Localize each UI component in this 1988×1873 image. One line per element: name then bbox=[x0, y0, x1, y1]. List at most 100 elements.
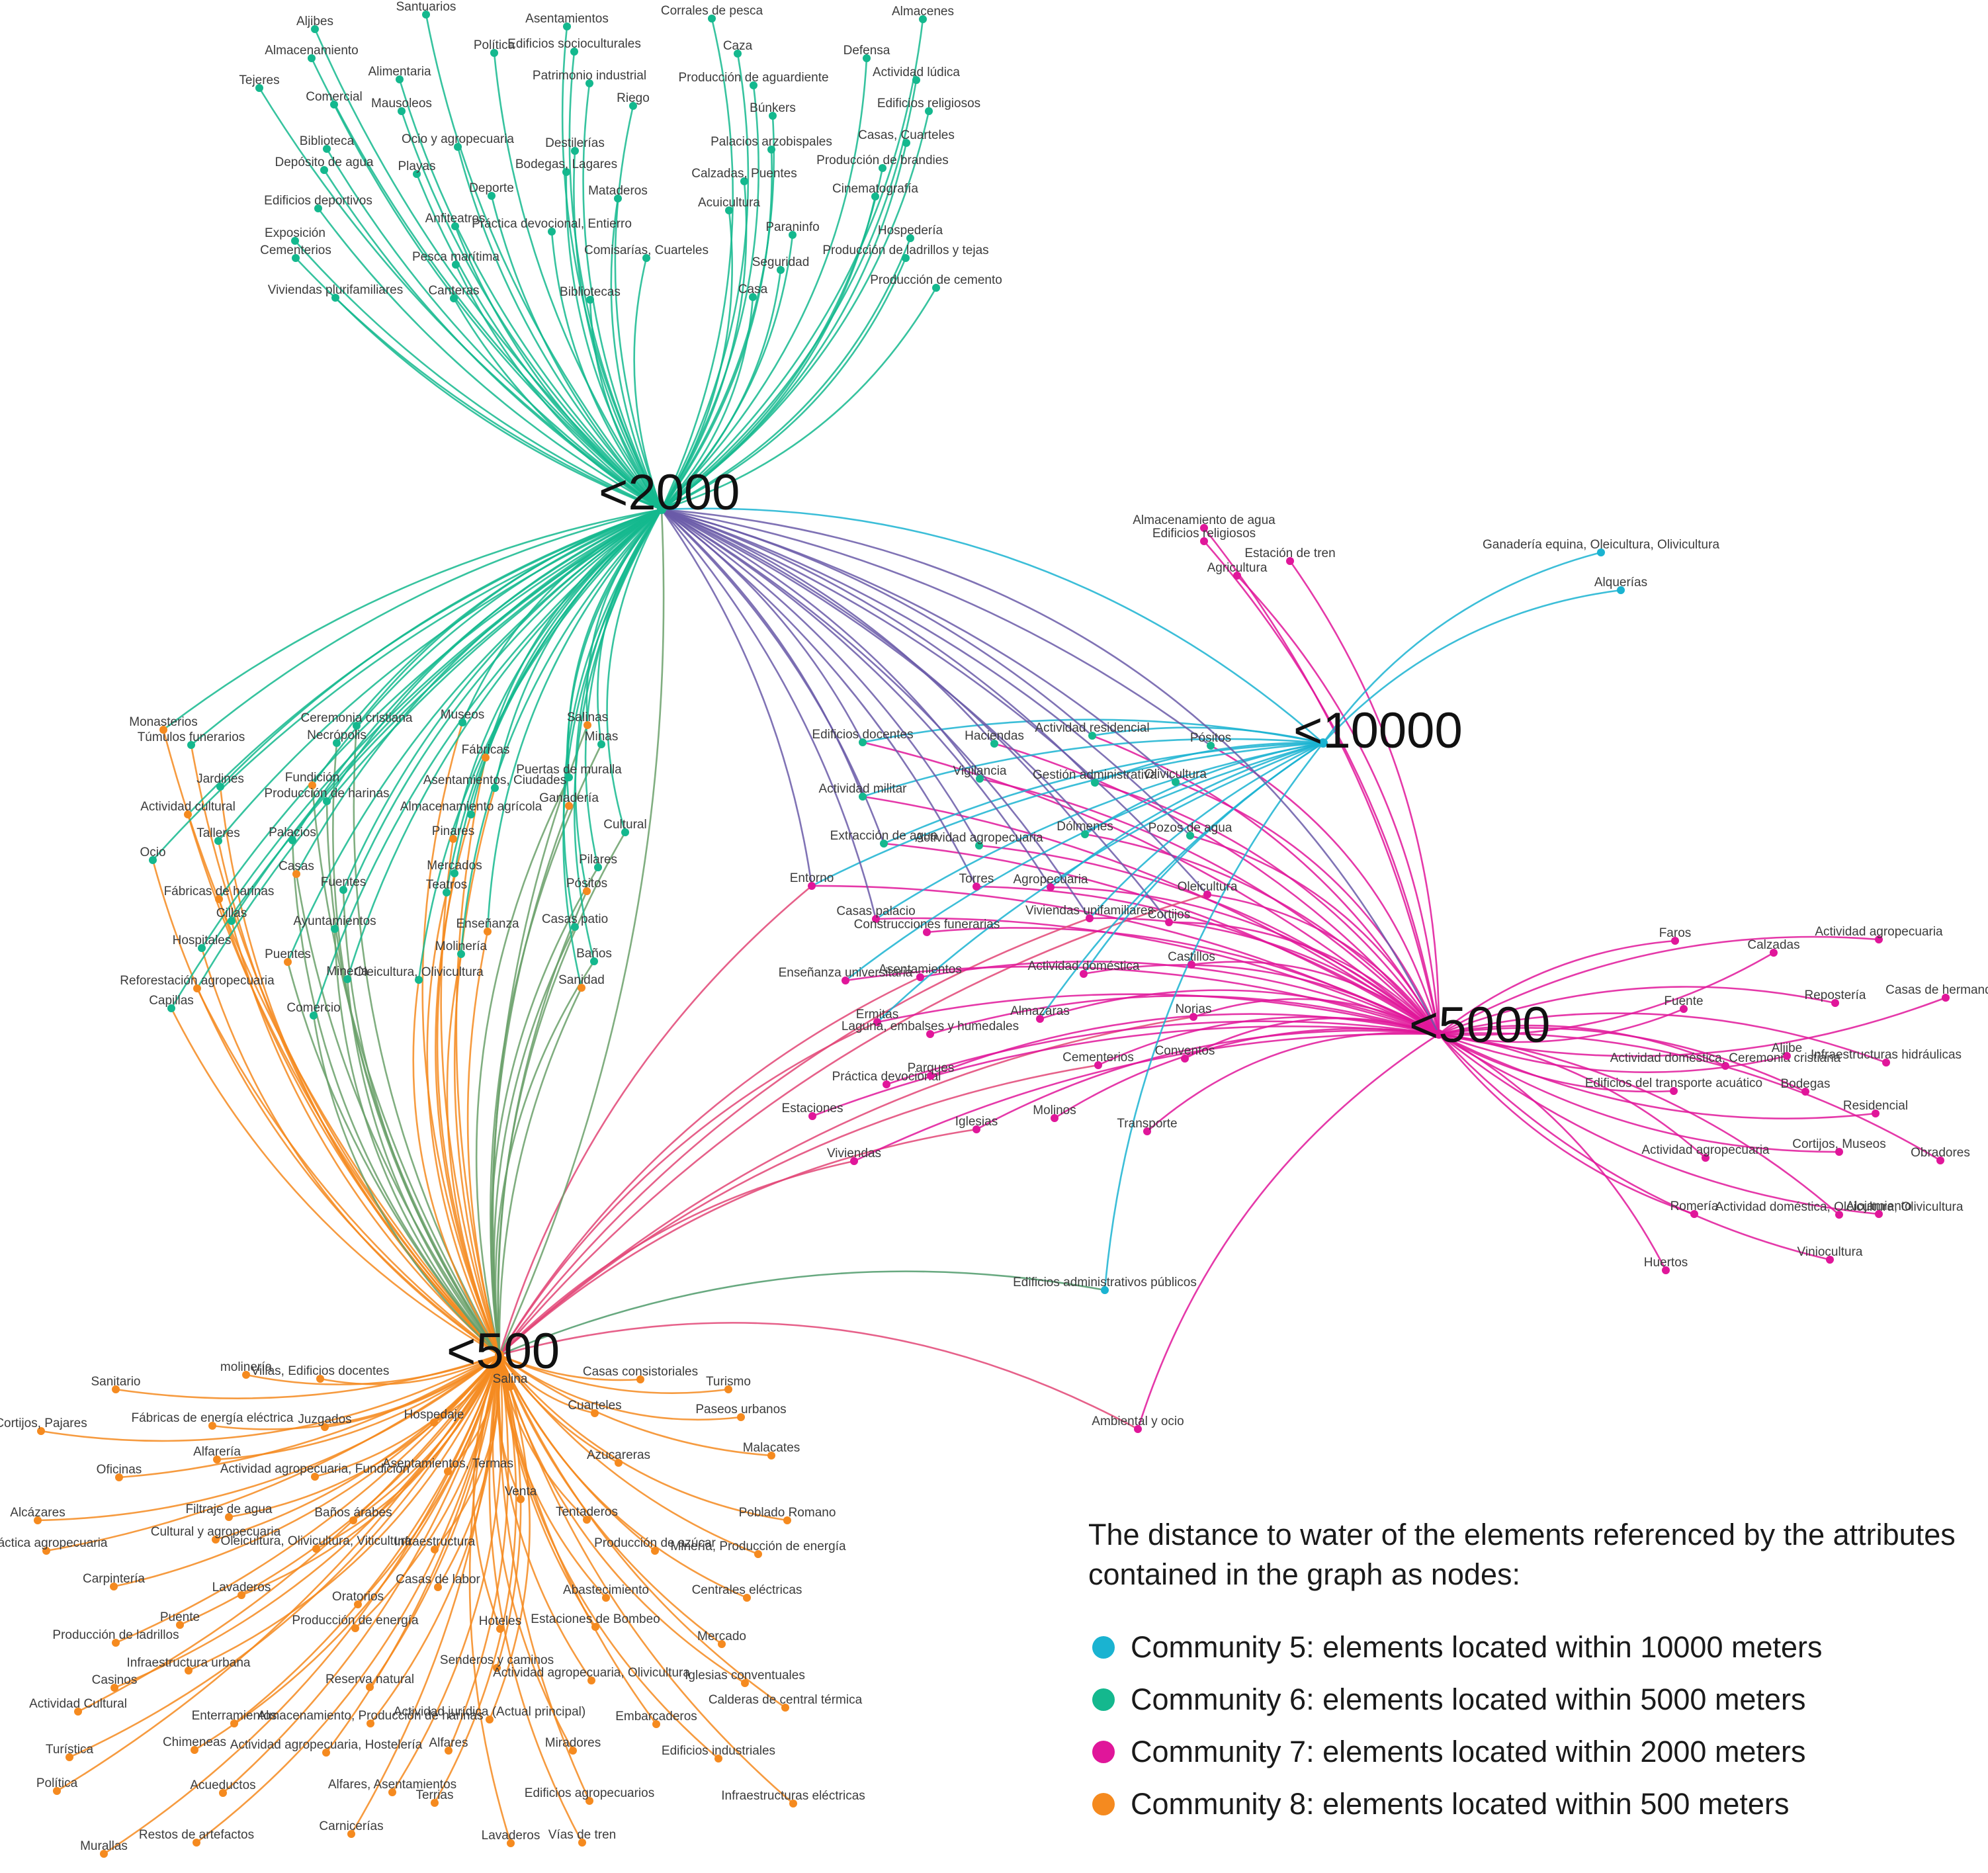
node-extraccion-de-agua: Extracción de agua bbox=[830, 829, 938, 848]
edge bbox=[1137, 1033, 1440, 1430]
node-dot bbox=[590, 957, 598, 965]
node-label: Cortijos, Pajares bbox=[0, 1416, 87, 1430]
node-label: Paseos urbanos bbox=[695, 1403, 786, 1416]
node-dot bbox=[1233, 572, 1241, 580]
edge bbox=[499, 1354, 742, 1421]
edge bbox=[929, 995, 1440, 1035]
edge bbox=[1438, 951, 1774, 1036]
node-label: Viviendas unifamiliares bbox=[1025, 904, 1154, 918]
node-dot bbox=[184, 810, 192, 818]
node-dot bbox=[652, 1720, 660, 1728]
node-label: Infraestructura urbana bbox=[127, 1656, 251, 1670]
node-label: Hoteles bbox=[479, 1614, 521, 1628]
node-casas-cuarteles: Casas, Cuarteles bbox=[858, 128, 955, 147]
node-dot bbox=[415, 976, 423, 984]
edge bbox=[661, 508, 1440, 1035]
legend-item-label: Community 5: elements located within 100… bbox=[1131, 1630, 1823, 1664]
node-obradores: Obradores bbox=[1911, 1146, 1970, 1164]
node-tejeres: Tejeres bbox=[239, 73, 280, 92]
node-label: Transporte bbox=[1117, 1117, 1177, 1131]
node-asentamientos-ciudades: Asentamientos, Ciudades bbox=[423, 773, 566, 792]
node-label: Almacenes bbox=[892, 5, 954, 19]
node-casas-patio: Casas patio bbox=[542, 912, 608, 931]
node-dot bbox=[1617, 586, 1625, 594]
node-dot bbox=[452, 261, 460, 269]
edge bbox=[661, 508, 978, 887]
node-label: Producción de cemento bbox=[870, 273, 1002, 287]
node-label: Bodegas, Lagares bbox=[515, 157, 617, 171]
node-dot bbox=[923, 928, 931, 936]
node-dot bbox=[443, 889, 451, 896]
node-ceremonia-cristiana: Ceremonia cristiana bbox=[301, 711, 413, 730]
edge bbox=[286, 508, 662, 963]
node-dot bbox=[288, 836, 296, 844]
edge bbox=[498, 976, 921, 1356]
edge bbox=[294, 240, 662, 511]
node-dot bbox=[219, 1789, 227, 1797]
node-label: Puertas de muralla bbox=[516, 763, 622, 777]
node-dot bbox=[310, 1012, 318, 1020]
node-actividad-domestica: Actividad doméstica bbox=[1028, 959, 1140, 978]
edge bbox=[400, 110, 662, 510]
edge bbox=[317, 208, 662, 511]
node-dot bbox=[850, 1157, 858, 1165]
node-viviendas-unifamiliares: Viviendas unifamiliares bbox=[1025, 904, 1154, 922]
node-dot bbox=[1597, 548, 1605, 556]
node-actividad-agropecuaria: Actividad agropecuaria bbox=[1641, 1143, 1770, 1162]
edge bbox=[497, 832, 627, 1356]
node-dot bbox=[902, 254, 910, 262]
node-label: Política bbox=[36, 1776, 78, 1790]
node-centrales-electricas: Centrales eléctricas bbox=[692, 1583, 802, 1602]
edge bbox=[433, 1354, 517, 1804]
edge bbox=[493, 926, 576, 1356]
node-label: Búnkers bbox=[750, 101, 796, 115]
node-dot bbox=[740, 177, 748, 185]
node-almacenes: Almacenes bbox=[892, 5, 954, 23]
node-enterramientos: Enterramientos bbox=[192, 1709, 277, 1727]
node-dot bbox=[1783, 1052, 1791, 1060]
node-label: Casa bbox=[738, 283, 768, 296]
node-dot bbox=[1286, 557, 1294, 565]
edge bbox=[311, 508, 662, 786]
node-oleicultura-olivicultura: Oleicultura, Olivicultura bbox=[354, 965, 484, 984]
edges-layer bbox=[37, 14, 1946, 1855]
node-puentes: Puentes bbox=[265, 947, 311, 966]
node-label: Mercado bbox=[697, 1630, 746, 1643]
edge bbox=[660, 53, 750, 510]
edge bbox=[499, 1354, 772, 1457]
node-label: Actividad doméstica, Oleicultura, Olivic… bbox=[1715, 1200, 1964, 1214]
edge bbox=[661, 509, 864, 797]
edge bbox=[118, 1354, 500, 1479]
node-ensenanza-universitaria: Enseñanza universitaria bbox=[779, 966, 913, 984]
node-dot bbox=[754, 1550, 762, 1558]
node-label: Edificios industriales bbox=[662, 1744, 775, 1758]
node-dot bbox=[872, 915, 880, 923]
edge bbox=[1189, 834, 1440, 1035]
edge bbox=[1438, 939, 1676, 1035]
node-dot bbox=[749, 293, 757, 301]
node-dot bbox=[445, 1747, 453, 1755]
edge bbox=[1236, 575, 1440, 1035]
node-cillas: Cillas bbox=[216, 906, 247, 925]
edge bbox=[314, 28, 662, 510]
node-label: Sanidad bbox=[558, 973, 605, 987]
node-label: molinería bbox=[220, 1360, 273, 1374]
node-oficinas: Oficinas bbox=[97, 1463, 142, 1481]
node-label: Actividad agropecuaria, Olivicultura bbox=[493, 1666, 690, 1680]
node-label: Obradores bbox=[1911, 1146, 1970, 1160]
node-label: Sanitario bbox=[91, 1375, 141, 1389]
node-actividad-agropecuaria: Actividad agropecuaria bbox=[915, 831, 1043, 849]
node-jardines: Jardines bbox=[196, 772, 244, 791]
node-dot bbox=[331, 925, 339, 933]
node-dot bbox=[347, 1830, 355, 1838]
node-label: Fuente bbox=[1664, 994, 1703, 1008]
node-dot bbox=[225, 1513, 233, 1521]
edge bbox=[1083, 964, 1440, 1035]
node-politica: Política bbox=[36, 1776, 78, 1795]
node-chimeneas: Chimeneas bbox=[163, 1735, 226, 1754]
node-palacios: Palacios bbox=[269, 826, 316, 844]
node-label: Mercados bbox=[427, 859, 482, 873]
node-dot bbox=[312, 1545, 320, 1553]
node-label: Edificios socioculturales bbox=[507, 37, 641, 51]
node-label: Poblado Romano bbox=[739, 1506, 836, 1520]
